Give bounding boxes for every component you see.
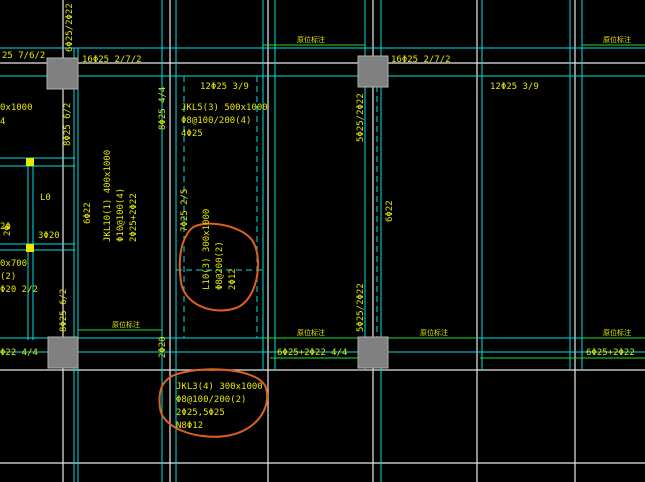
jkl10-line-3: 2Φ25+2Φ22 (129, 193, 139, 242)
l10-line-1: L10(3) 300x1000 (202, 209, 212, 290)
label-v-5-25-2-22: 5Φ25/2Φ22 (356, 93, 366, 142)
label-top-left-vert: 6Φ25/2Φ22 (65, 3, 75, 52)
label-v-8-25-6-2-bot: 8Φ25 6/2 (59, 289, 69, 332)
label-v-2-20: 2Φ20 (158, 336, 168, 358)
green-tag: 原位标注 (603, 35, 631, 44)
label-left-b: 4 (0, 117, 5, 127)
label-left-c: 0x700 (0, 259, 27, 269)
markup-circle-jkl3 (158, 368, 269, 438)
l10-line-2: Φ8@200(2) (215, 241, 225, 290)
green-tag: 原位标注 (420, 328, 448, 337)
label-v-7-25-2-5: 7Φ25 2/5 (180, 189, 190, 232)
markup-circle-l10 (178, 222, 259, 312)
l10-line-3: 2Φ12 (228, 268, 238, 290)
label-v-6-22-mid: 6Φ22 (385, 200, 395, 222)
label-v-5-25-2-22-bot: 5Φ25/2Φ22 (356, 283, 366, 332)
label-v-6-22-left: 6Φ22 (83, 202, 93, 224)
jkl3-line-1: JKL3(4) 300x1000 (176, 382, 263, 392)
green-tag: 原位标注 (297, 328, 325, 337)
green-tag: 原位标注 (603, 328, 631, 337)
green-tag: 原位标注 (297, 35, 325, 44)
label-lo: L0 (40, 193, 51, 203)
jkl10-line-2: Φ10@100(4) (116, 188, 126, 242)
column-bot-mid[interactable] (357, 336, 389, 369)
label-top-left-small: 25 7/6/2 (2, 51, 45, 61)
column-bot-left[interactable] (47, 336, 79, 369)
column-top-left[interactable] (46, 57, 79, 90)
label-left-d: (2) (0, 272, 16, 282)
label-left-vert-fragment: 2Φ (3, 225, 13, 236)
jkl5-line-2: Φ8@100/200(4) (181, 116, 251, 126)
hidden-beam-edges (176, 76, 378, 338)
label-left-f: 2Φ (0, 222, 11, 232)
label-left-e: Φ20 2/2 (0, 285, 38, 295)
label-left-a: 0x1000 (0, 103, 33, 113)
support-marker (26, 158, 34, 166)
label-t2: 16Φ25 2/7/2 (391, 55, 451, 65)
jkl5-line-1: JKL5(3) 500x1000 (181, 103, 268, 113)
label-t1: 16Φ25 2/7/2 (82, 55, 142, 65)
column-top-mid[interactable] (357, 55, 389, 88)
label-t3: 12Φ25 3/9 (200, 82, 249, 92)
label-b-mid: 6Φ25+2Φ22 4/4 (277, 348, 347, 358)
label-b-right: 6Φ25+2Φ22 (586, 348, 635, 358)
jkl3-line-3: 2Φ25,5Φ25 (176, 408, 225, 418)
jkl10-line-1: JKL10(1) 400x1000 (103, 150, 113, 242)
green-tag: 原位标注 (112, 320, 140, 329)
label-3-20: 3Φ20 (38, 231, 60, 241)
jkl3-line-2: Φ8@100/200(2) (176, 395, 246, 405)
jkl5-line-3: 4Φ25 (181, 129, 203, 139)
label-v-8-25-6-2-top: 8Φ25 6/2 (63, 103, 73, 146)
label-b-left: Φ22 4/4 (0, 348, 38, 358)
columns (46, 55, 389, 369)
label-v-8-25-4-4: 8Φ25 4/4 (158, 87, 168, 130)
jkl3-line-4: N8Φ12 (176, 421, 203, 431)
dimension-lines (78, 44, 645, 359)
label-t4: 12Φ25 3/9 (490, 82, 539, 92)
support-marker (26, 244, 34, 252)
